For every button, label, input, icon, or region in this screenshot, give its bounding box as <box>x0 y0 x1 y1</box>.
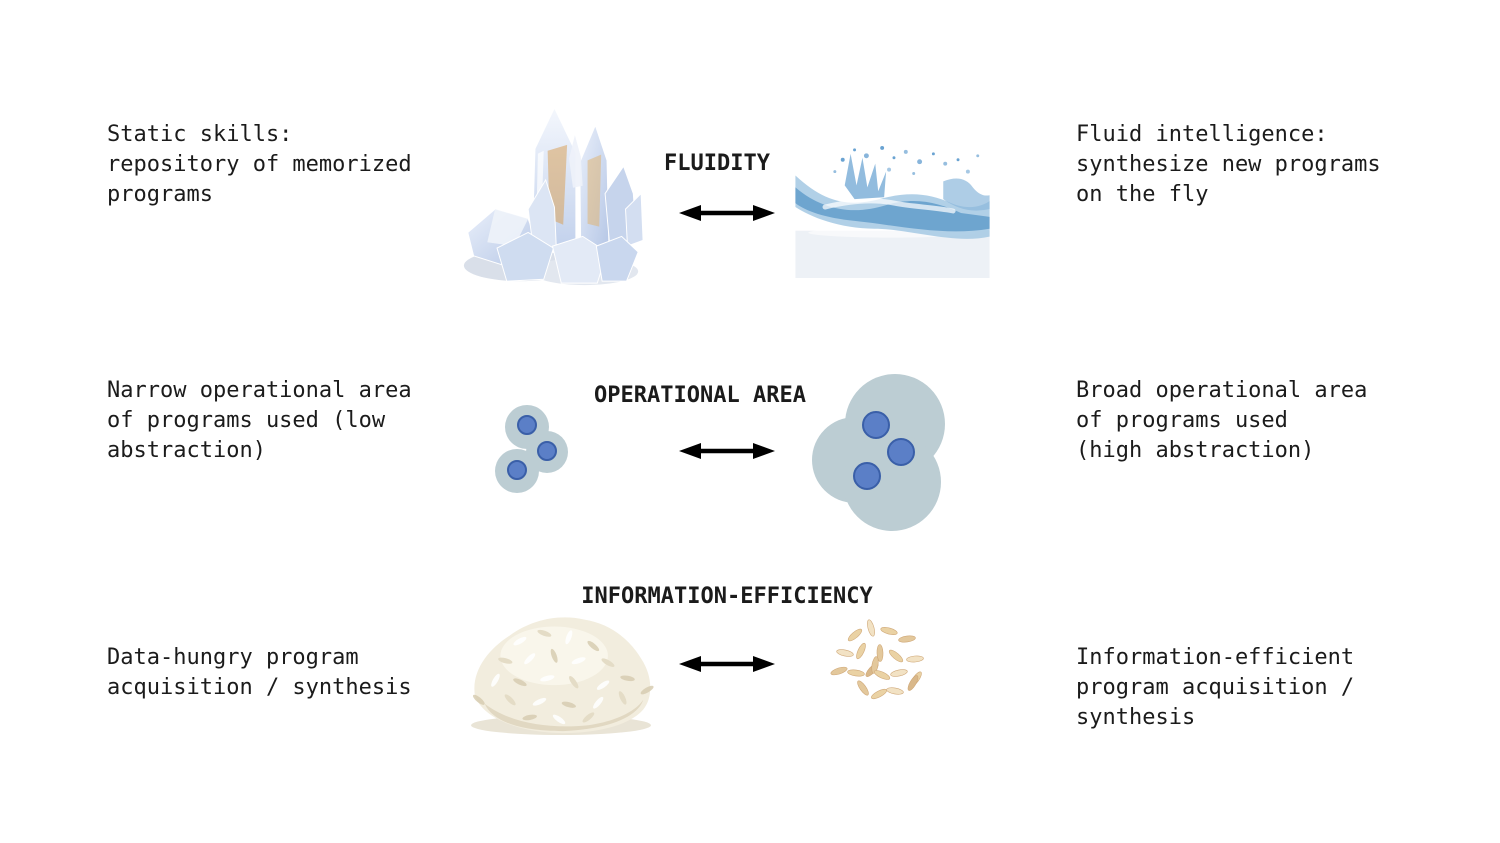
narrow-operational-area-label: Narrow operational area of programs used… <box>107 378 412 463</box>
information-efficiency-double-arrow-icon <box>679 656 775 672</box>
operational-area-double-arrow-icon <box>679 443 775 459</box>
static-skills-label: Static skills: repository of memorized p… <box>107 122 412 207</box>
fluidity-double-arrow-icon <box>679 205 775 221</box>
large-operational-blob-image <box>812 374 945 531</box>
broad-operational-area-label: Broad operational area of programs used … <box>1076 378 1368 463</box>
fluid-intelligence-label: Fluid intelligence: synthesize new progr… <box>1076 122 1381 207</box>
rice-grains-image <box>830 619 924 700</box>
operational-area-axis-label: OPERATIONAL AREA <box>594 383 806 408</box>
data-hungry-label: Data-hungry program acquisition / synthe… <box>107 645 412 700</box>
water-splash-image <box>795 145 990 278</box>
small-operational-blob-image <box>495 405 568 493</box>
information-efficiency-axis-label: INFORMATION-EFFICIENCY <box>581 584 873 609</box>
rice-pile-image <box>471 617 654 736</box>
crystal-image <box>463 106 644 286</box>
fluidity-axis-label: FLUIDITY <box>664 151 770 176</box>
information-efficient-label: Information-efficient program acquisitio… <box>1076 645 1355 730</box>
